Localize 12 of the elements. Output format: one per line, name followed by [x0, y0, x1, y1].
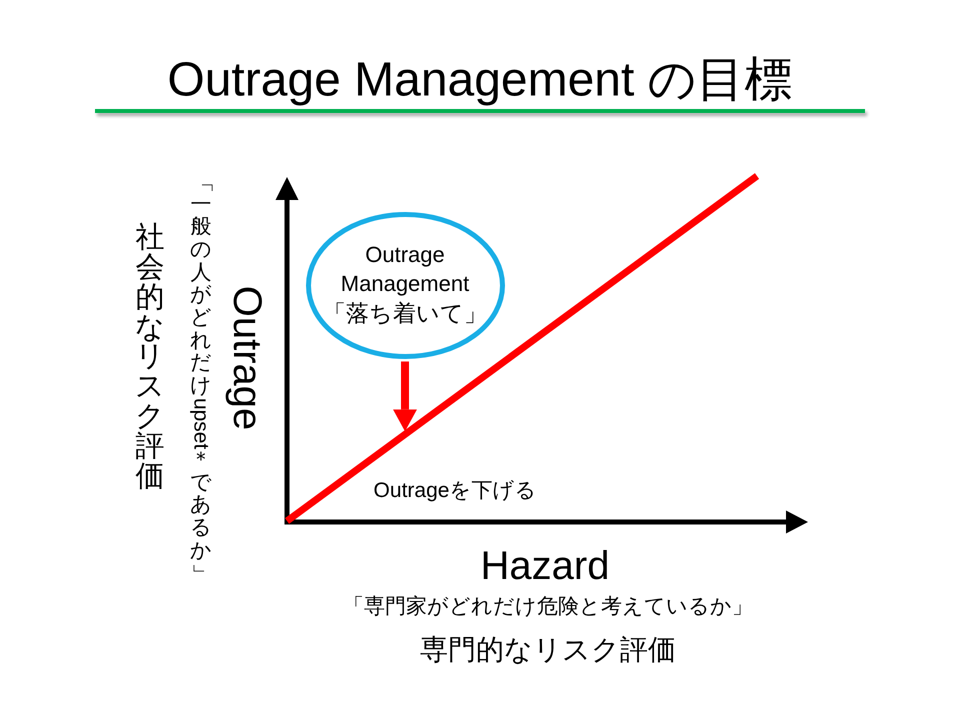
- callout-text: 「落ち着いて」: [323, 298, 487, 328]
- x-axis-caption: 専門的なリスク評価: [420, 634, 676, 666]
- x-axis-subtitle: 「専門家がどれだけ危険と考えているか」: [343, 594, 753, 620]
- arrow: [393, 362, 417, 432]
- y-axis-caption: 社会的なリスク評価: [135, 224, 165, 492]
- y-axis-subtitle: 「一般の人がどれだけupset＊であるか」: [189, 170, 213, 586]
- x-axis-title: Hazard: [480, 543, 610, 589]
- callout-ellipse: [306, 212, 504, 358]
- y-axis-title: Outrage: [225, 286, 269, 430]
- title: Outrage Management の目標: [167, 52, 793, 108]
- line-annotation: Outrageを下げる: [374, 478, 536, 504]
- callout-heading: Outrage Management: [340, 241, 470, 298]
